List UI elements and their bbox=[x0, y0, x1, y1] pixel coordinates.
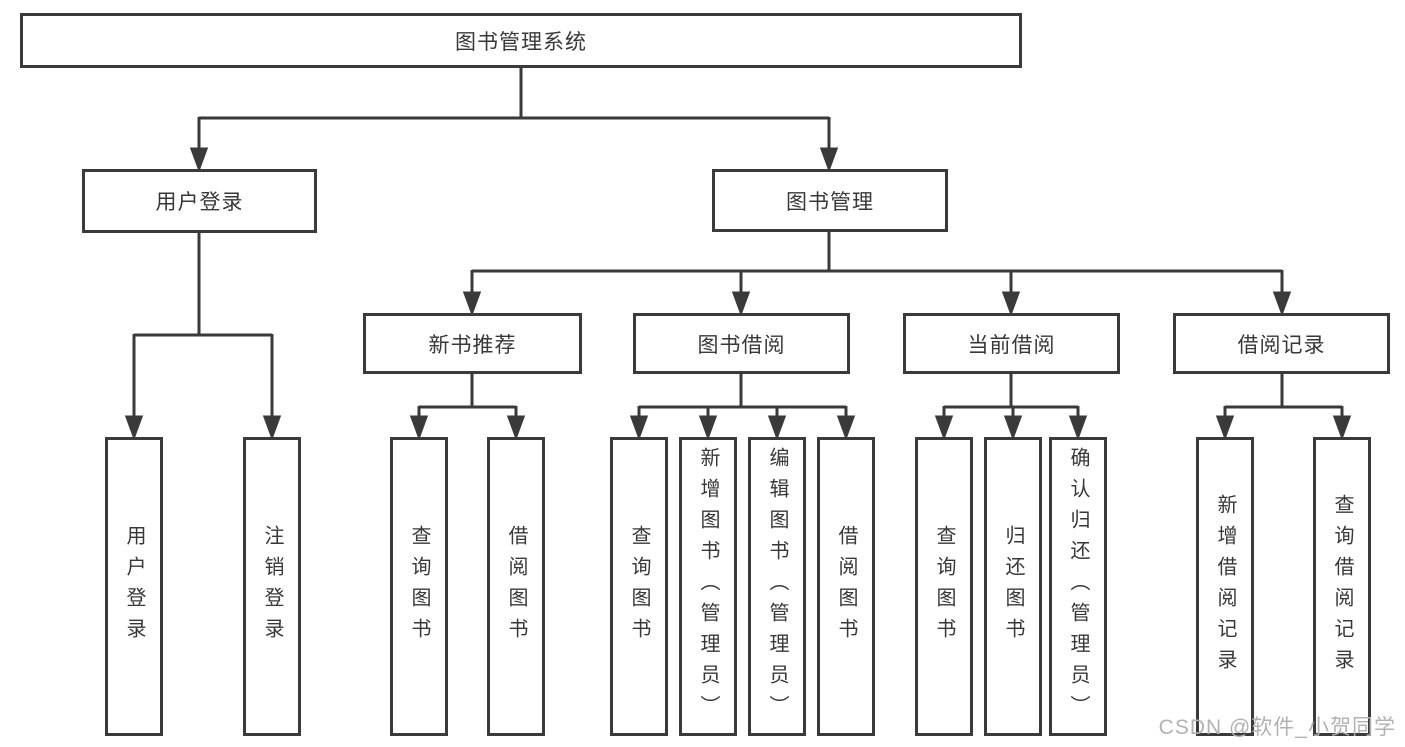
node-label: 注销登录 bbox=[261, 524, 283, 649]
leaf-logout: 注销登录 bbox=[243, 437, 301, 736]
connector-current-to-leaves bbox=[934, 374, 1088, 441]
node-new-book-recommendation: 新书推荐 bbox=[363, 313, 582, 374]
leaf-query-borrow-record: 查询借阅记录 bbox=[1313, 437, 1371, 736]
leaf-borrow-books-recommend: 借阅图书 bbox=[487, 437, 545, 736]
node-label: 借阅记录 bbox=[1237, 333, 1326, 357]
connector-userlogin-to-leaves bbox=[124, 233, 282, 441]
node-label: 图书借阅 bbox=[697, 333, 786, 357]
leaf-borrow-books: 借阅图书 bbox=[817, 437, 875, 736]
node-label: 查询图书 bbox=[408, 524, 430, 649]
node-book-management: 图书管理 bbox=[712, 169, 948, 232]
leaf-confirm-return-admin: 确认归还（管理员） bbox=[1049, 437, 1107, 736]
node-label: 新增借阅记录 bbox=[1214, 493, 1236, 680]
node-label: 查询借阅记录 bbox=[1331, 493, 1353, 680]
node-label: 图书管理 bbox=[786, 190, 874, 214]
connector-root-to-level2 bbox=[189, 68, 839, 173]
connector-newbooks-to-leaves bbox=[409, 374, 526, 441]
leaf-user-login: 用户登录 bbox=[105, 437, 163, 736]
node-label: 用户登录 bbox=[123, 524, 145, 649]
node-label: 确认归还（管理员） bbox=[1067, 447, 1089, 726]
csdn-watermark: CSDN @软件_小贺同学 bbox=[1158, 716, 1396, 739]
node-borrowing-records: 借阅记录 bbox=[1173, 313, 1390, 374]
node-label: 图书管理系统 bbox=[455, 30, 587, 54]
leaf-query-books-borrowing: 查询图书 bbox=[610, 437, 668, 736]
node-label: 新书推荐 bbox=[428, 333, 517, 357]
leaf-query-books-recommend: 查询图书 bbox=[390, 437, 448, 736]
leaf-query-books-current: 查询图书 bbox=[915, 437, 973, 736]
node-label: 查询图书 bbox=[628, 524, 650, 649]
node-label: 编辑图书（管理员） bbox=[766, 447, 788, 726]
node-label: 归还图书 bbox=[1002, 524, 1024, 649]
leaf-add-books-admin: 新增图书（管理员） bbox=[679, 437, 737, 736]
node-label: 借阅图书 bbox=[505, 524, 527, 649]
node-library-management-system: 图书管理系统 bbox=[20, 13, 1022, 68]
node-current-borrowing: 当前借阅 bbox=[903, 313, 1120, 374]
leaf-return-books: 归还图书 bbox=[984, 437, 1042, 736]
node-label: 查询图书 bbox=[933, 524, 955, 649]
node-book-borrowing: 图书借阅 bbox=[633, 313, 850, 374]
connector-records-to-leaves bbox=[1215, 374, 1352, 441]
node-label: 用户登录 bbox=[155, 191, 244, 214]
node-user-login: 用户登录 bbox=[82, 169, 317, 233]
leaf-add-borrow-record: 新增借阅记录 bbox=[1196, 437, 1254, 736]
node-label: 当前借阅 bbox=[967, 333, 1056, 357]
connector-bookmgmt-to-level3 bbox=[462, 232, 1292, 317]
connector-borrowing-to-leaves bbox=[629, 374, 856, 441]
node-label: 新增图书（管理员） bbox=[697, 447, 719, 726]
leaf-edit-books-admin: 编辑图书（管理员） bbox=[748, 437, 806, 736]
node-label: 借阅图书 bbox=[835, 524, 857, 649]
